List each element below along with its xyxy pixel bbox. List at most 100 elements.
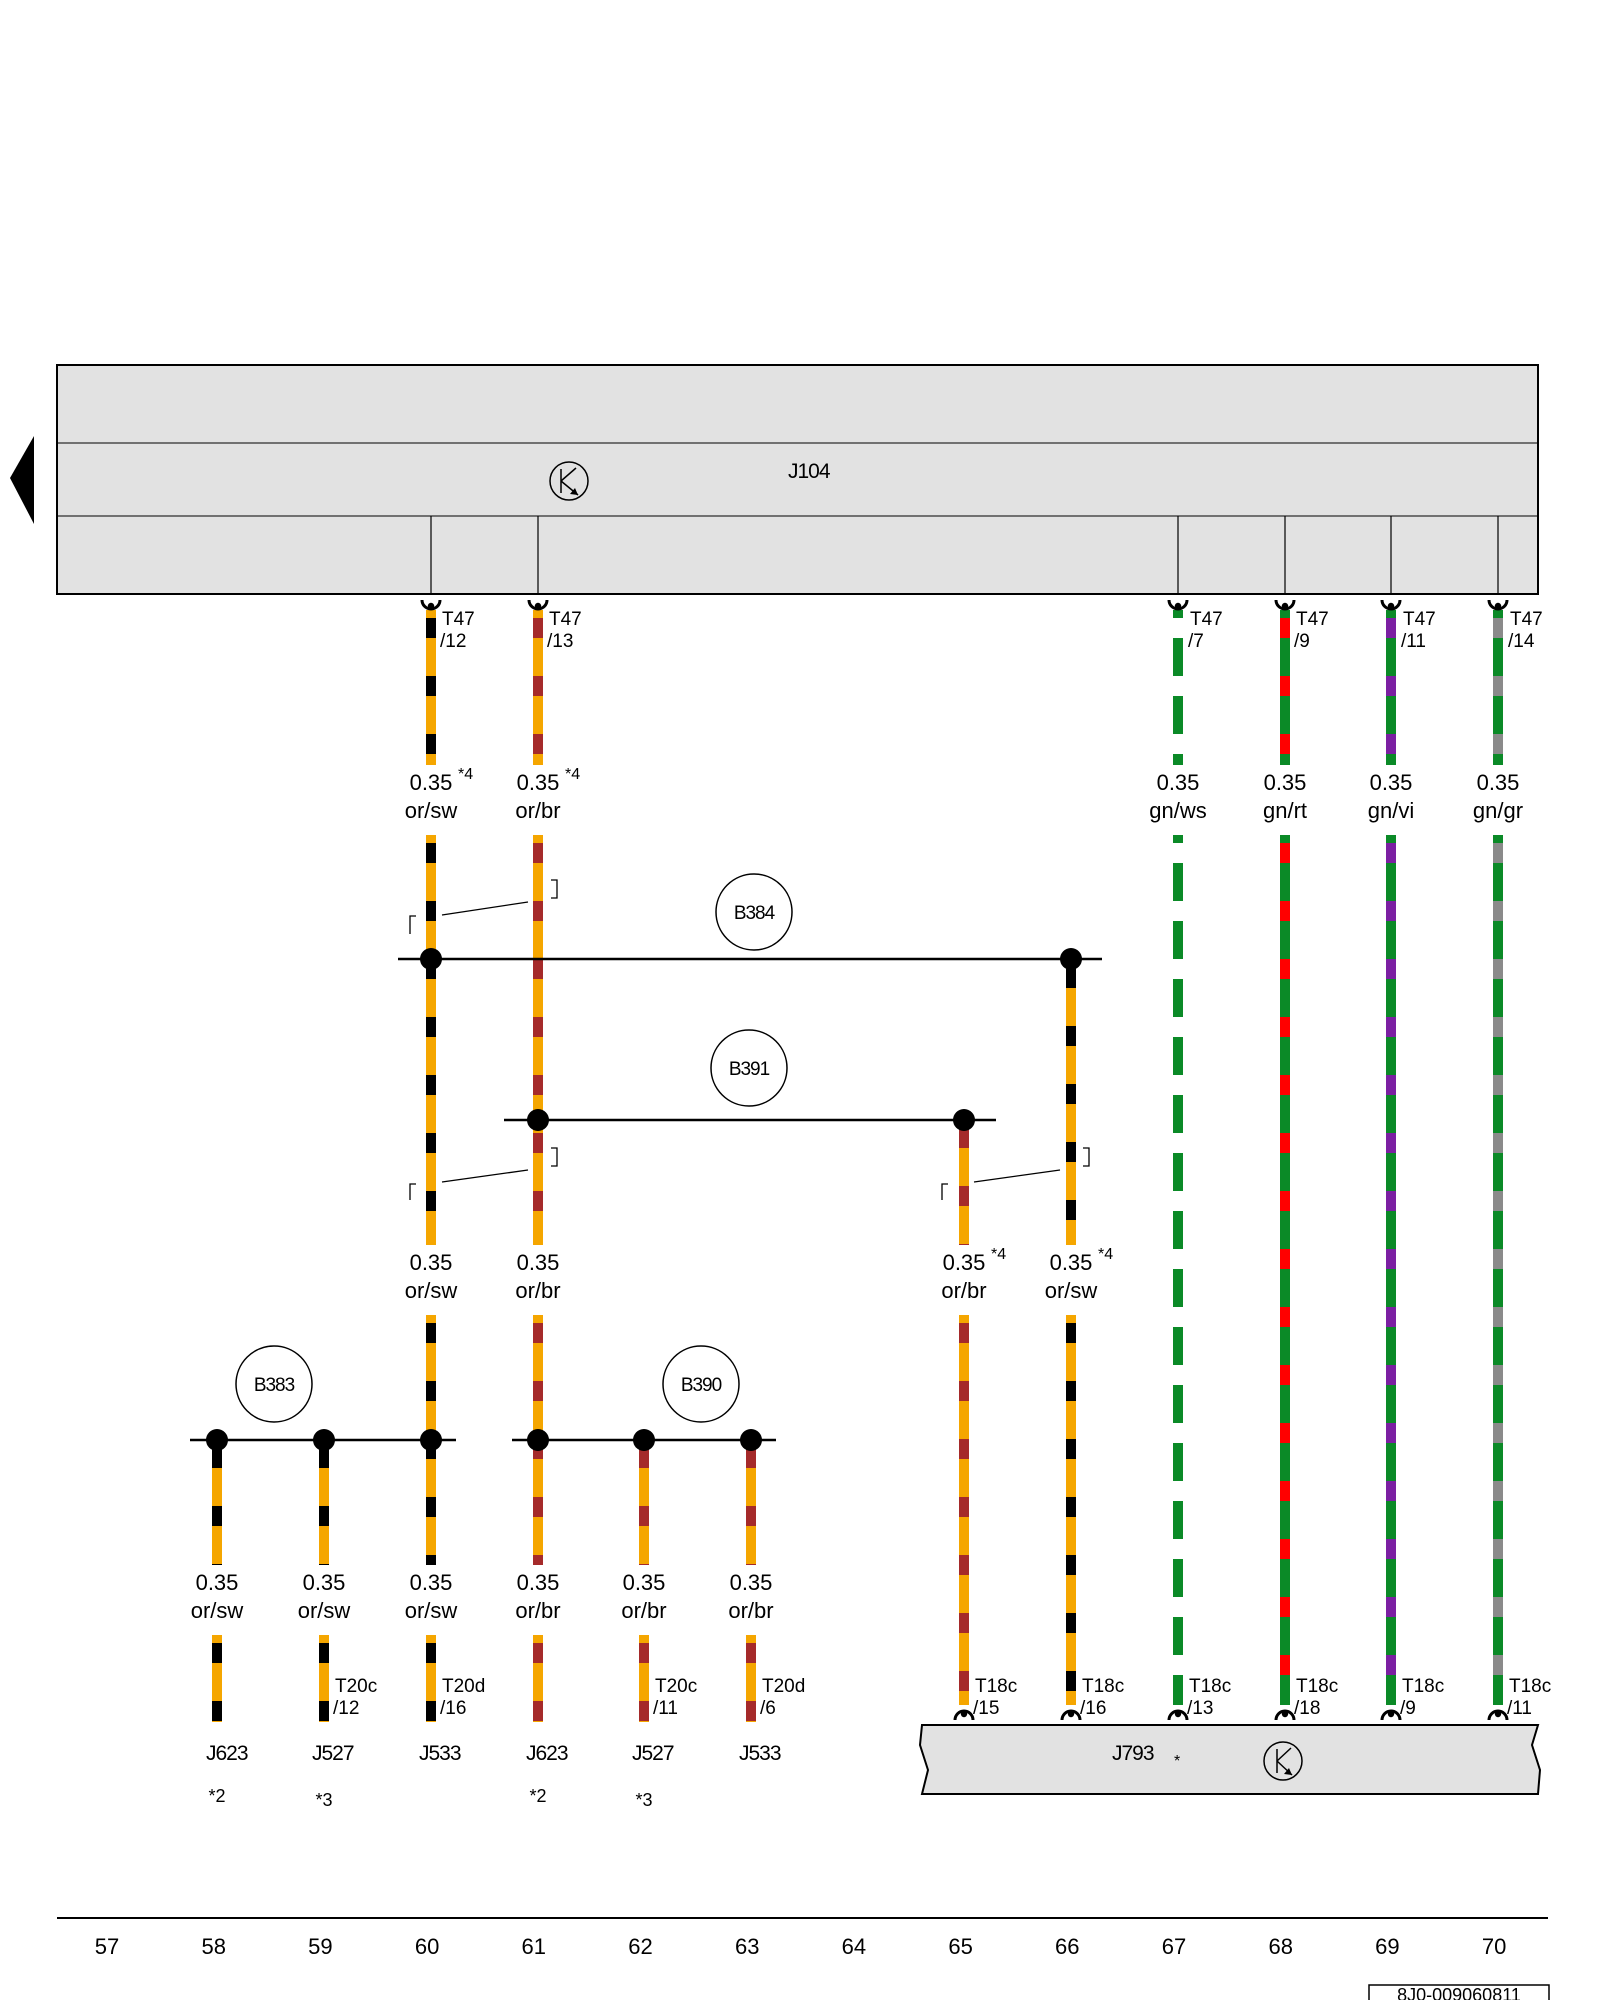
splice-node xyxy=(633,1429,655,1451)
top-connector-cup xyxy=(420,599,442,611)
top-connector-name: T47 xyxy=(1403,609,1436,630)
splice-label-b383: B383 xyxy=(235,1345,313,1423)
component-label: J623 xyxy=(206,1742,248,1765)
wire-color: or/br xyxy=(621,1598,666,1623)
splice-label-b384: B384 xyxy=(715,873,793,951)
top-connector-pin: /11 xyxy=(1401,631,1426,652)
splices xyxy=(190,948,1102,1451)
wire-color: or/sw xyxy=(405,1598,458,1623)
splice-node xyxy=(1060,948,1082,970)
wire-color: or/br xyxy=(515,1278,560,1303)
document-id: 8J0-009060811 xyxy=(1368,1984,1550,2005)
svg-text:B383: B383 xyxy=(254,1375,295,1396)
grid-number: 63 xyxy=(735,1934,759,1959)
wire-size: 0.35 xyxy=(1050,1250,1093,1275)
wire-size: 0.35 xyxy=(730,1570,773,1595)
previous-page-arrow-icon[interactable] xyxy=(10,436,34,524)
wire-size: 0.35 xyxy=(1264,770,1307,795)
wire-note: *4 xyxy=(565,766,580,783)
control-module-j104: J104 xyxy=(56,364,1539,595)
connector-pin-dot xyxy=(1281,602,1289,610)
top-connector-name: T47 xyxy=(442,609,475,630)
component-label: J527 xyxy=(312,1742,354,1765)
top-connector-pin: /7 xyxy=(1188,631,1204,652)
connector-pin-dot xyxy=(960,1710,968,1718)
bottom-connector-pin: /18 xyxy=(1294,1698,1320,1719)
svg-text:B391: B391 xyxy=(729,1059,770,1080)
bottom-connector-name: T18c xyxy=(1296,1676,1338,1697)
twisted-pair-marker xyxy=(441,1169,529,1183)
twisted-pair-marker xyxy=(1083,1147,1090,1167)
connector-pin-dot xyxy=(1387,602,1395,610)
top-connector-cup xyxy=(1274,599,1296,611)
connector-pin-dot xyxy=(534,602,542,610)
splice-node xyxy=(420,1429,442,1451)
top-connector-name: T47 xyxy=(1190,609,1223,630)
wire-note: *4 xyxy=(458,766,473,783)
connector-cups xyxy=(420,599,1509,1721)
connector-pin-dot xyxy=(1174,602,1182,610)
twisted-pair-marker xyxy=(409,1183,416,1200)
grid-number: 59 xyxy=(308,1934,332,1959)
twisted-pair-marker xyxy=(551,879,558,899)
connector-pin-dot xyxy=(427,602,435,610)
wire-color: or/br xyxy=(515,798,560,823)
bottom-connector-cup xyxy=(1487,1709,1509,1721)
wire-color: or/sw xyxy=(405,798,458,823)
splice-label-b391: B391 xyxy=(710,1029,788,1107)
bottom-connector-name: T18c xyxy=(1189,1676,1231,1697)
splice-node xyxy=(740,1429,762,1451)
grid-number: 62 xyxy=(628,1934,652,1959)
connector-pin-dot xyxy=(1387,1710,1395,1718)
top-connector-name: T47 xyxy=(549,609,582,630)
splice-node xyxy=(527,1109,549,1131)
wire-size: 0.35 xyxy=(410,1250,453,1275)
top-connector-cup xyxy=(527,599,549,611)
top-connector-name: T47 xyxy=(1296,609,1329,630)
twisted-pair-markers xyxy=(409,879,1090,1200)
wire-size: 0.35 xyxy=(303,1570,346,1595)
transistor-symbol-icon xyxy=(1263,1741,1303,1781)
splice-node xyxy=(953,1109,975,1131)
splice-b384 xyxy=(398,948,1102,970)
top-connector-cup xyxy=(1487,599,1509,611)
control-module-j793: J793 * xyxy=(918,1724,1542,1795)
wire-color: gn/gr xyxy=(1473,798,1523,823)
wire-color: gn/rt xyxy=(1263,798,1307,823)
j104-internal-pin-lines xyxy=(430,516,1499,594)
component-note: *2 xyxy=(208,1786,225,1806)
splice-label-b390: B390 xyxy=(662,1345,740,1423)
bottom-connector-name: T18c xyxy=(1509,1676,1551,1697)
wire-color: or/br xyxy=(515,1598,560,1623)
wire-size: 0.35 xyxy=(196,1570,239,1595)
bottom-connector-pin: /15 xyxy=(973,1698,999,1719)
top-connector-name: T47 xyxy=(1510,609,1543,630)
bottom-connector-pin: /16 xyxy=(1080,1698,1106,1719)
twisted-pair-marker xyxy=(551,1147,558,1167)
twisted-pair-marker xyxy=(441,901,529,916)
component-label: J623 xyxy=(526,1742,568,1765)
splice-node xyxy=(313,1429,335,1451)
top-connector-pin: /12 xyxy=(440,631,466,652)
bottom-connector-cup xyxy=(953,1709,975,1721)
grid-number: 69 xyxy=(1375,1934,1399,1959)
connector-pin-dot xyxy=(1174,1710,1182,1718)
bottom-connector-name: T18c xyxy=(1082,1676,1124,1697)
wire-color: gn/vi xyxy=(1368,798,1414,823)
document-id-text: 8J0-009060811 xyxy=(1397,1985,1521,2000)
wire-color: or/sw xyxy=(1045,1278,1098,1303)
wire-color: or/br xyxy=(728,1598,773,1623)
splice-node xyxy=(420,948,442,970)
bottom-connector-cup xyxy=(1167,1709,1189,1721)
j104-box xyxy=(56,364,1539,595)
bottom-connector-cup xyxy=(1380,1709,1402,1721)
bottom-connector-pin: /9 xyxy=(1400,1698,1416,1719)
top-connector-pin: /13 xyxy=(547,631,573,652)
grid-number: 66 xyxy=(1055,1934,1079,1959)
wire-size: 0.35 xyxy=(517,770,560,795)
low-connector-name: T20c xyxy=(655,1676,697,1697)
wire-size: 0.35 xyxy=(1370,770,1413,795)
